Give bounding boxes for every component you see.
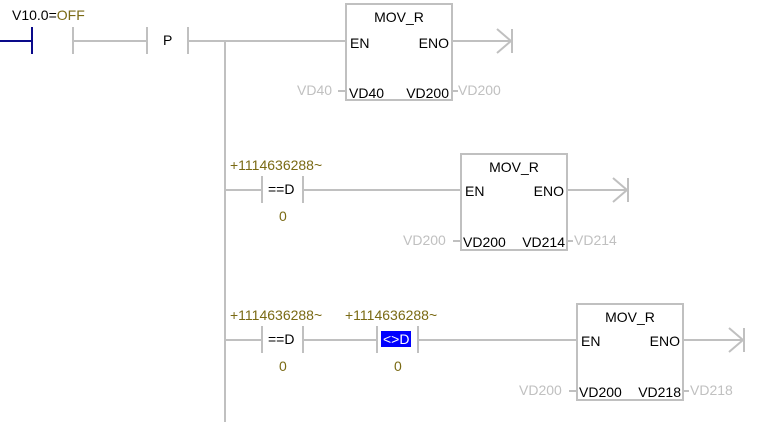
branch-rail (224, 40, 226, 422)
wire (417, 339, 576, 341)
mov-r-block-2[interactable]: MOV_R EN ENO VD200 VD214 (460, 153, 568, 251)
wire (568, 240, 573, 242)
out-operand[interactable]: VD200 (406, 85, 449, 101)
wire (453, 40, 511, 42)
compare-value: +1114636288~ (345, 307, 438, 323)
wire (302, 189, 460, 191)
block-title: MOV_R (489, 159, 539, 175)
wire (187, 40, 346, 42)
wire (338, 90, 345, 92)
output-arrow-icon (612, 177, 630, 203)
contact-left-bar[interactable] (31, 27, 33, 54)
in-ext-label: VD40 (297, 82, 333, 98)
wire (684, 390, 689, 392)
wire (568, 189, 626, 191)
out-operand[interactable]: VD214 (522, 234, 565, 250)
en-pin: EN (350, 35, 370, 51)
out-operand[interactable]: VD218 (638, 384, 681, 400)
mov-r-block-3[interactable]: MOV_R EN ENO VD200 VD218 (576, 303, 684, 401)
eno-pin: ENO (649, 333, 680, 349)
wire (453, 90, 458, 92)
wire (224, 189, 262, 191)
wire (684, 339, 742, 341)
wire (72, 40, 148, 42)
mov-r-block-1[interactable]: MOV_R EN ENO VD40 VD200 (345, 3, 453, 101)
in-operand[interactable]: VD40 (349, 85, 385, 101)
in-ext-label: VD200 (403, 232, 446, 248)
compare-ref: 0 (279, 208, 287, 224)
en-pin: EN (465, 183, 485, 199)
power-rail-wire (0, 40, 32, 42)
compare-value: +1114636288~ (230, 307, 323, 323)
compare-value: +1114636288~ (230, 157, 323, 173)
wire (453, 240, 460, 242)
out-ext-label: VD214 (574, 232, 617, 248)
wire (302, 339, 378, 341)
compare-left-bar[interactable] (261, 176, 263, 203)
eno-pin: ENO (418, 35, 449, 51)
eno-pin: ENO (533, 183, 564, 199)
output-arrow-icon (728, 327, 746, 353)
block-title: MOV_R (374, 9, 424, 25)
compare-ref: 0 (394, 358, 402, 374)
in-operand[interactable]: VD200 (579, 384, 622, 400)
compare-op[interactable]: ==D (268, 331, 295, 347)
output-arrow-icon (496, 28, 514, 54)
compare-op-selected[interactable]: <>D (381, 331, 412, 347)
compare-op[interactable]: ==D (268, 181, 295, 197)
in-operand[interactable]: VD200 (463, 234, 506, 250)
en-pin: EN (581, 333, 601, 349)
wire (569, 390, 576, 392)
out-ext-label: VD200 (458, 82, 501, 98)
wire (224, 339, 262, 341)
out-ext-label: VD218 (690, 382, 733, 398)
contact-address-label: V10.0=OFF (12, 7, 85, 23)
compare-left-bar[interactable] (261, 326, 263, 353)
in-ext-label: VD200 (519, 382, 562, 398)
compare-left-bar[interactable] (376, 326, 378, 353)
compare-ref: 0 (279, 358, 287, 374)
pulse-label: P (163, 32, 173, 48)
block-title: MOV_R (605, 309, 655, 325)
pulse-left-bar[interactable] (146, 27, 148, 54)
